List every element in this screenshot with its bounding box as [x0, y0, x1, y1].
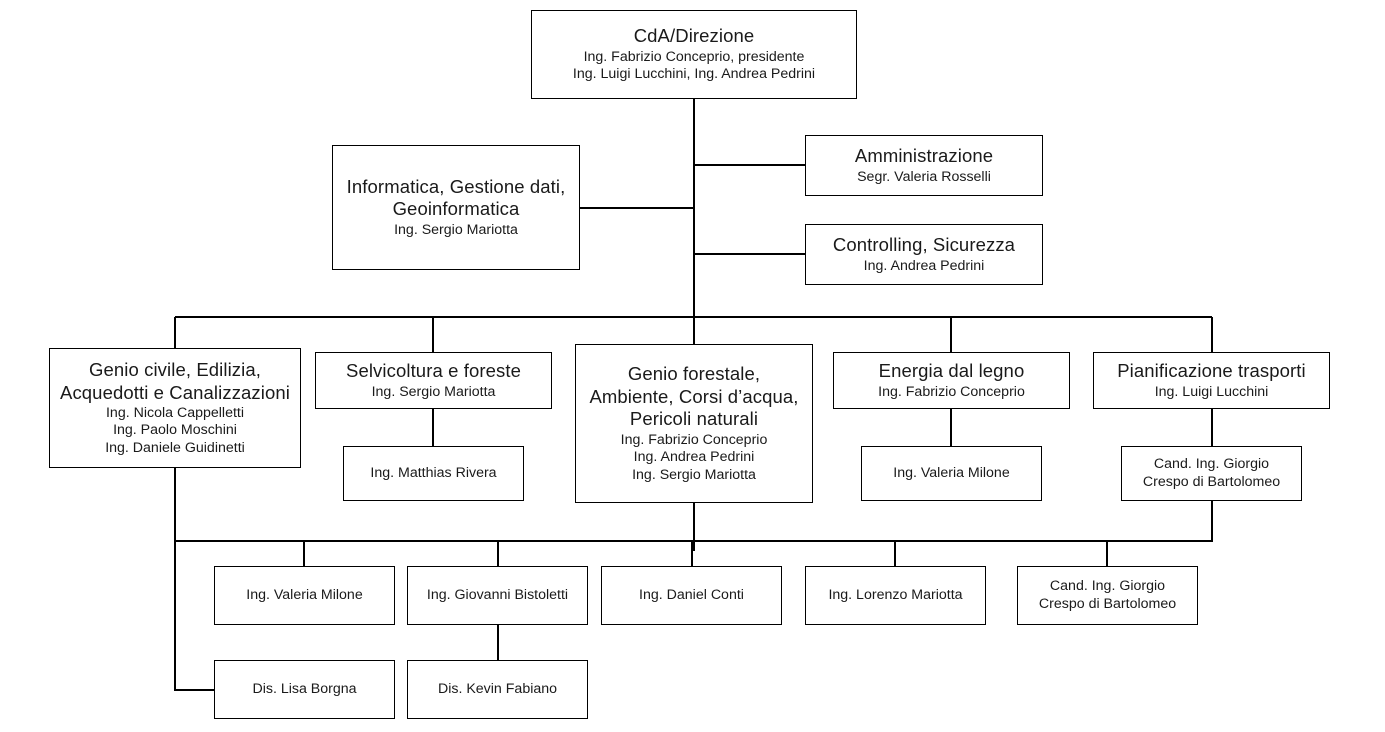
node-subtitle: Ing. Fabrizio Conceprio	[878, 383, 1025, 400]
node-genio-forestale[interactable]: Genio forestale, Ambiente, Corsi d’acqua…	[575, 344, 813, 503]
node-title: Pianificazione trasporti	[1117, 360, 1306, 382]
node-subtitle: Ing. Luigi Lucchini	[1154, 383, 1269, 400]
node-subtitle: Ing. Andrea Pedrini	[863, 257, 985, 274]
node-cda-direzione[interactable]: CdA/Direzione Ing. Fabrizio Conceprio, p…	[531, 10, 857, 99]
node-label: Ing. Valeria Milone	[893, 464, 1010, 481]
node-label: Ing. Giovanni Bistoletti	[426, 586, 569, 603]
node-label: Cand. Ing. Giorgio Crespo di Bartolomeo	[1142, 456, 1281, 490]
node-label: Cand. Ing. Giorgio Crespo di Bartolomeo	[1038, 578, 1177, 612]
node-subtitle: Ing. Fabrizio Conceprio Ing. Andrea Pedr…	[620, 431, 768, 483]
node-energia-dal-legno[interactable]: Energia dal legno Ing. Fabrizio Concepri…	[833, 352, 1070, 409]
node-subtitle: Segr. Valeria Rosselli	[857, 168, 991, 185]
node-title: CdA/Direzione	[633, 25, 755, 47]
node-lisa-borgna[interactable]: Dis. Lisa Borgna	[214, 660, 395, 719]
node-controlling-sicurezza[interactable]: Controlling, Sicurezza Ing. Andrea Pedri…	[805, 224, 1043, 285]
node-subtitle: Ing. Nicola Cappelletti Ing. Paolo Mosch…	[105, 405, 245, 456]
node-pianificazione-trasporti[interactable]: Pianificazione trasporti Ing. Luigi Lucc…	[1093, 352, 1330, 409]
node-title: Selvicoltura e foreste	[346, 360, 521, 382]
node-genio-civile[interactable]: Genio civile, Edilizia, Acquedotti e Can…	[49, 348, 301, 468]
node-label: Ing. Valeria Milone	[246, 586, 363, 603]
node-label: Dis. Lisa Borgna	[252, 680, 357, 697]
node-subtitle: Ing. Fabrizio Conceprio, presidente Ing.…	[572, 48, 816, 83]
node-informatica[interactable]: Informatica, Gestione dati, Geoinformati…	[332, 145, 580, 270]
node-giorgio-crespo-pianificazione[interactable]: Cand. Ing. Giorgio Crespo di Bartolomeo	[1121, 446, 1302, 501]
spine-genio-civile-left	[174, 468, 214, 691]
node-giorgio-crespo-bottom[interactable]: Cand. Ing. Giorgio Crespo di Bartolomeo	[1017, 566, 1198, 625]
node-title: Amministrazione	[854, 145, 994, 167]
node-amministrazione[interactable]: Amministrazione Segr. Valeria Rosselli	[805, 135, 1043, 196]
node-title: Controlling, Sicurezza	[832, 234, 1016, 256]
node-daniel-conti[interactable]: Ing. Daniel Conti	[601, 566, 782, 625]
node-title: Genio forestale, Ambiente, Corsi d’acqua…	[589, 363, 799, 430]
node-lorenzo-mariotta[interactable]: Ing. Lorenzo Mariotta	[805, 566, 986, 625]
node-matthias-rivera[interactable]: Ing. Matthias Rivera	[343, 446, 524, 501]
node-label: Ing. Lorenzo Mariotta	[828, 586, 963, 603]
node-label: Dis. Kevin Fabiano	[437, 680, 558, 697]
node-title: Genio civile, Edilizia, Acquedotti e Can…	[60, 358, 290, 403]
node-giovanni-bistoletti[interactable]: Ing. Giovanni Bistoletti	[407, 566, 588, 625]
node-title: Energia dal legno	[878, 360, 1025, 382]
node-title: Informatica, Gestione dati, Geoinformati…	[346, 175, 566, 220]
link-pianificazione-tier3	[1107, 501, 1213, 542]
node-label: Ing. Daniel Conti	[639, 586, 744, 603]
node-subtitle: Ing. Sergio Mariotta	[394, 221, 518, 238]
node-label: Ing. Matthias Rivera	[370, 464, 497, 481]
node-valeria-milone-bottom[interactable]: Ing. Valeria Milone	[214, 566, 395, 625]
node-subtitle: Ing. Sergio Mariotta	[371, 383, 496, 400]
node-selvicoltura-foreste[interactable]: Selvicoltura e foreste Ing. Sergio Mario…	[315, 352, 552, 409]
node-kevin-fabiano[interactable]: Dis. Kevin Fabiano	[407, 660, 588, 719]
node-valeria-milone-energia[interactable]: Ing. Valeria Milone	[861, 446, 1042, 501]
